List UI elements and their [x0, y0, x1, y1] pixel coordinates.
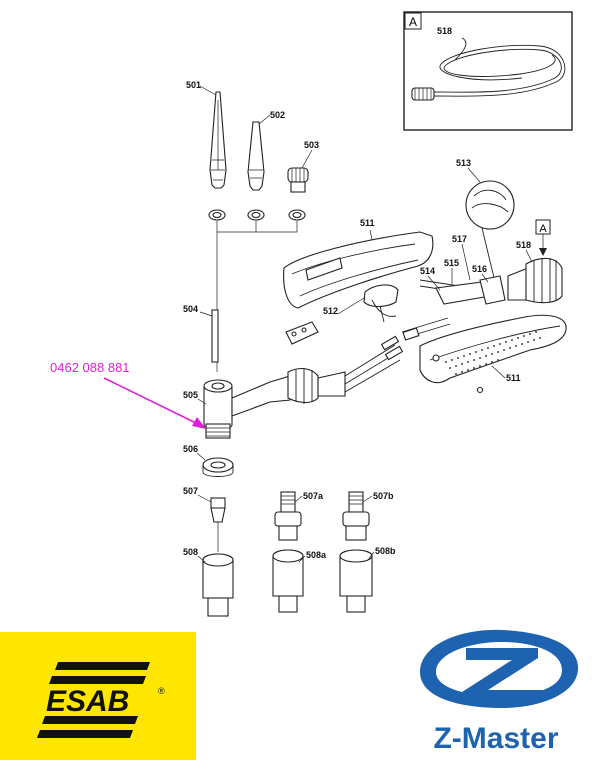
part-508a-nozzle: 508a [272, 549, 327, 613]
label-508: 508 [183, 547, 198, 557]
esab-logo-background [0, 632, 196, 760]
part-507b-collet-body: 507b [342, 491, 394, 541]
part-511-handle-top: 511 [283, 218, 434, 309]
label-517: 517 [452, 234, 467, 244]
part-505-torch-head: 505 [183, 367, 346, 439]
internal-parts-514-517: 514 515 516 517 [401, 234, 506, 341]
inset-marker: A [409, 15, 417, 29]
part-number-arrowhead [192, 417, 206, 429]
zmaster-wordmark: Z-Master [433, 722, 558, 755]
part-504-electrode: 504 [183, 304, 219, 363]
label-518-inset: 518 [437, 26, 452, 36]
esab-registered-mark: ® [158, 686, 165, 696]
part-511-handle-grip: 511 [419, 314, 567, 394]
label-518: 518 [516, 240, 531, 250]
inset-box-a: A 518 [403, 11, 573, 131]
label-514: 514 [420, 266, 435, 276]
esab-stripes-icon [37, 662, 150, 738]
label-508a: 508a [306, 550, 327, 560]
part-number-arrow [103, 377, 199, 425]
part-503-short-cap: 503 [287, 140, 319, 193]
label-511-top: 511 [360, 218, 375, 228]
label-504: 504 [183, 304, 198, 314]
label-515: 515 [444, 258, 459, 268]
supply-hoses [344, 335, 404, 393]
label-505: 505 [183, 390, 198, 400]
part-507a-collet-body: 507a [274, 491, 324, 541]
part-number-label: 0462 088 881 [50, 360, 130, 375]
part-513-cable-seal: 513 [456, 158, 515, 287]
part-507-collet: 507 [183, 486, 226, 552]
esab-logo: ESAB ® [0, 632, 196, 760]
part-number-callout: 0462 088 881 [50, 360, 206, 429]
grip-texture [445, 331, 541, 375]
part-502-medium-cap: 502 [247, 110, 285, 191]
label-512: 512 [323, 306, 338, 316]
part-508b-nozzle: 508b [339, 546, 396, 613]
part-508-nozzle: 508 [183, 547, 234, 617]
o-rings-row [208, 209, 306, 372]
label-503: 503 [304, 140, 319, 150]
part-518-cable-boot: 518 A [507, 219, 563, 304]
label-502: 502 [270, 110, 285, 120]
label-507a: 507a [303, 491, 324, 501]
label-501: 501 [186, 80, 201, 90]
label-507: 507 [183, 486, 198, 496]
esab-wordmark: ESAB [46, 685, 129, 718]
label-507b: 507b [373, 491, 394, 501]
part-512-trigger: 512 [285, 284, 399, 345]
part-506-insulator: 506 [183, 444, 234, 477]
label-508b: 508b [375, 546, 396, 556]
label-516: 516 [472, 264, 487, 274]
part-501-long-cap: 501 [186, 80, 227, 189]
zmaster-logo: Z-Master [420, 629, 579, 755]
hose-coil [411, 37, 566, 101]
z-emblem-icon [420, 629, 579, 708]
label-511-bottom: 511 [506, 373, 521, 383]
label-513: 513 [456, 158, 471, 168]
label-506: 506 [183, 444, 198, 454]
callout-marker-a: A [539, 223, 547, 235]
